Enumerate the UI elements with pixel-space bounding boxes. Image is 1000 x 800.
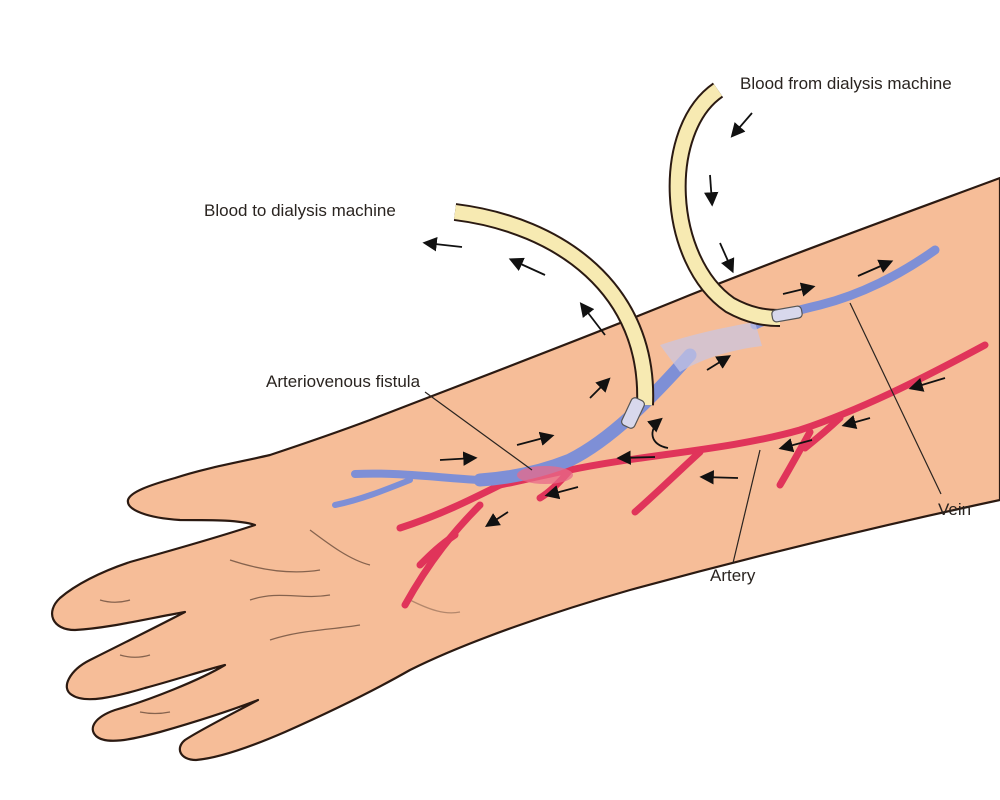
- arrow: [699, 470, 739, 485]
- flow-arrows: [422, 112, 946, 527]
- fistula-junction: [517, 466, 573, 484]
- arrow: [719, 242, 735, 274]
- arrow: [778, 438, 813, 453]
- label-blood-to-machine: Blood to dialysis machine: [204, 201, 396, 220]
- arrow: [544, 485, 579, 500]
- arrow: [579, 302, 606, 336]
- arrow: [706, 355, 732, 371]
- arrow: [704, 174, 719, 207]
- arrow: [439, 451, 478, 466]
- label-vein: Vein: [938, 500, 972, 519]
- arrow: [484, 511, 509, 527]
- arrow: [647, 417, 669, 449]
- arrow: [516, 431, 555, 446]
- arrow: [616, 450, 656, 465]
- arrow: [730, 112, 753, 138]
- leader-vein: [849, 302, 942, 495]
- tube-from-machine-fill: [670, 84, 781, 325]
- arrow: [508, 257, 546, 276]
- hand-details: [99, 529, 461, 715]
- leader-artery: [732, 449, 761, 564]
- label-artery: Artery: [710, 566, 756, 585]
- arrow: [908, 377, 946, 392]
- graft-segment: [660, 322, 762, 372]
- arrow: [782, 282, 816, 297]
- label-blood-from-machine: Blood from dialysis machine: [740, 74, 952, 93]
- needle-venous: [771, 305, 803, 323]
- leader-lines: [424, 302, 942, 564]
- arrow: [589, 377, 611, 399]
- arrow: [841, 415, 871, 430]
- label-arteriovenous-fistula: Arteriovenous fistula: [266, 372, 421, 391]
- arrow: [857, 259, 894, 277]
- needle-arterial: [621, 397, 645, 429]
- arrow: [422, 237, 463, 252]
- leader-fistula: [424, 391, 533, 471]
- tube-to-machine-fill: [454, 205, 653, 406]
